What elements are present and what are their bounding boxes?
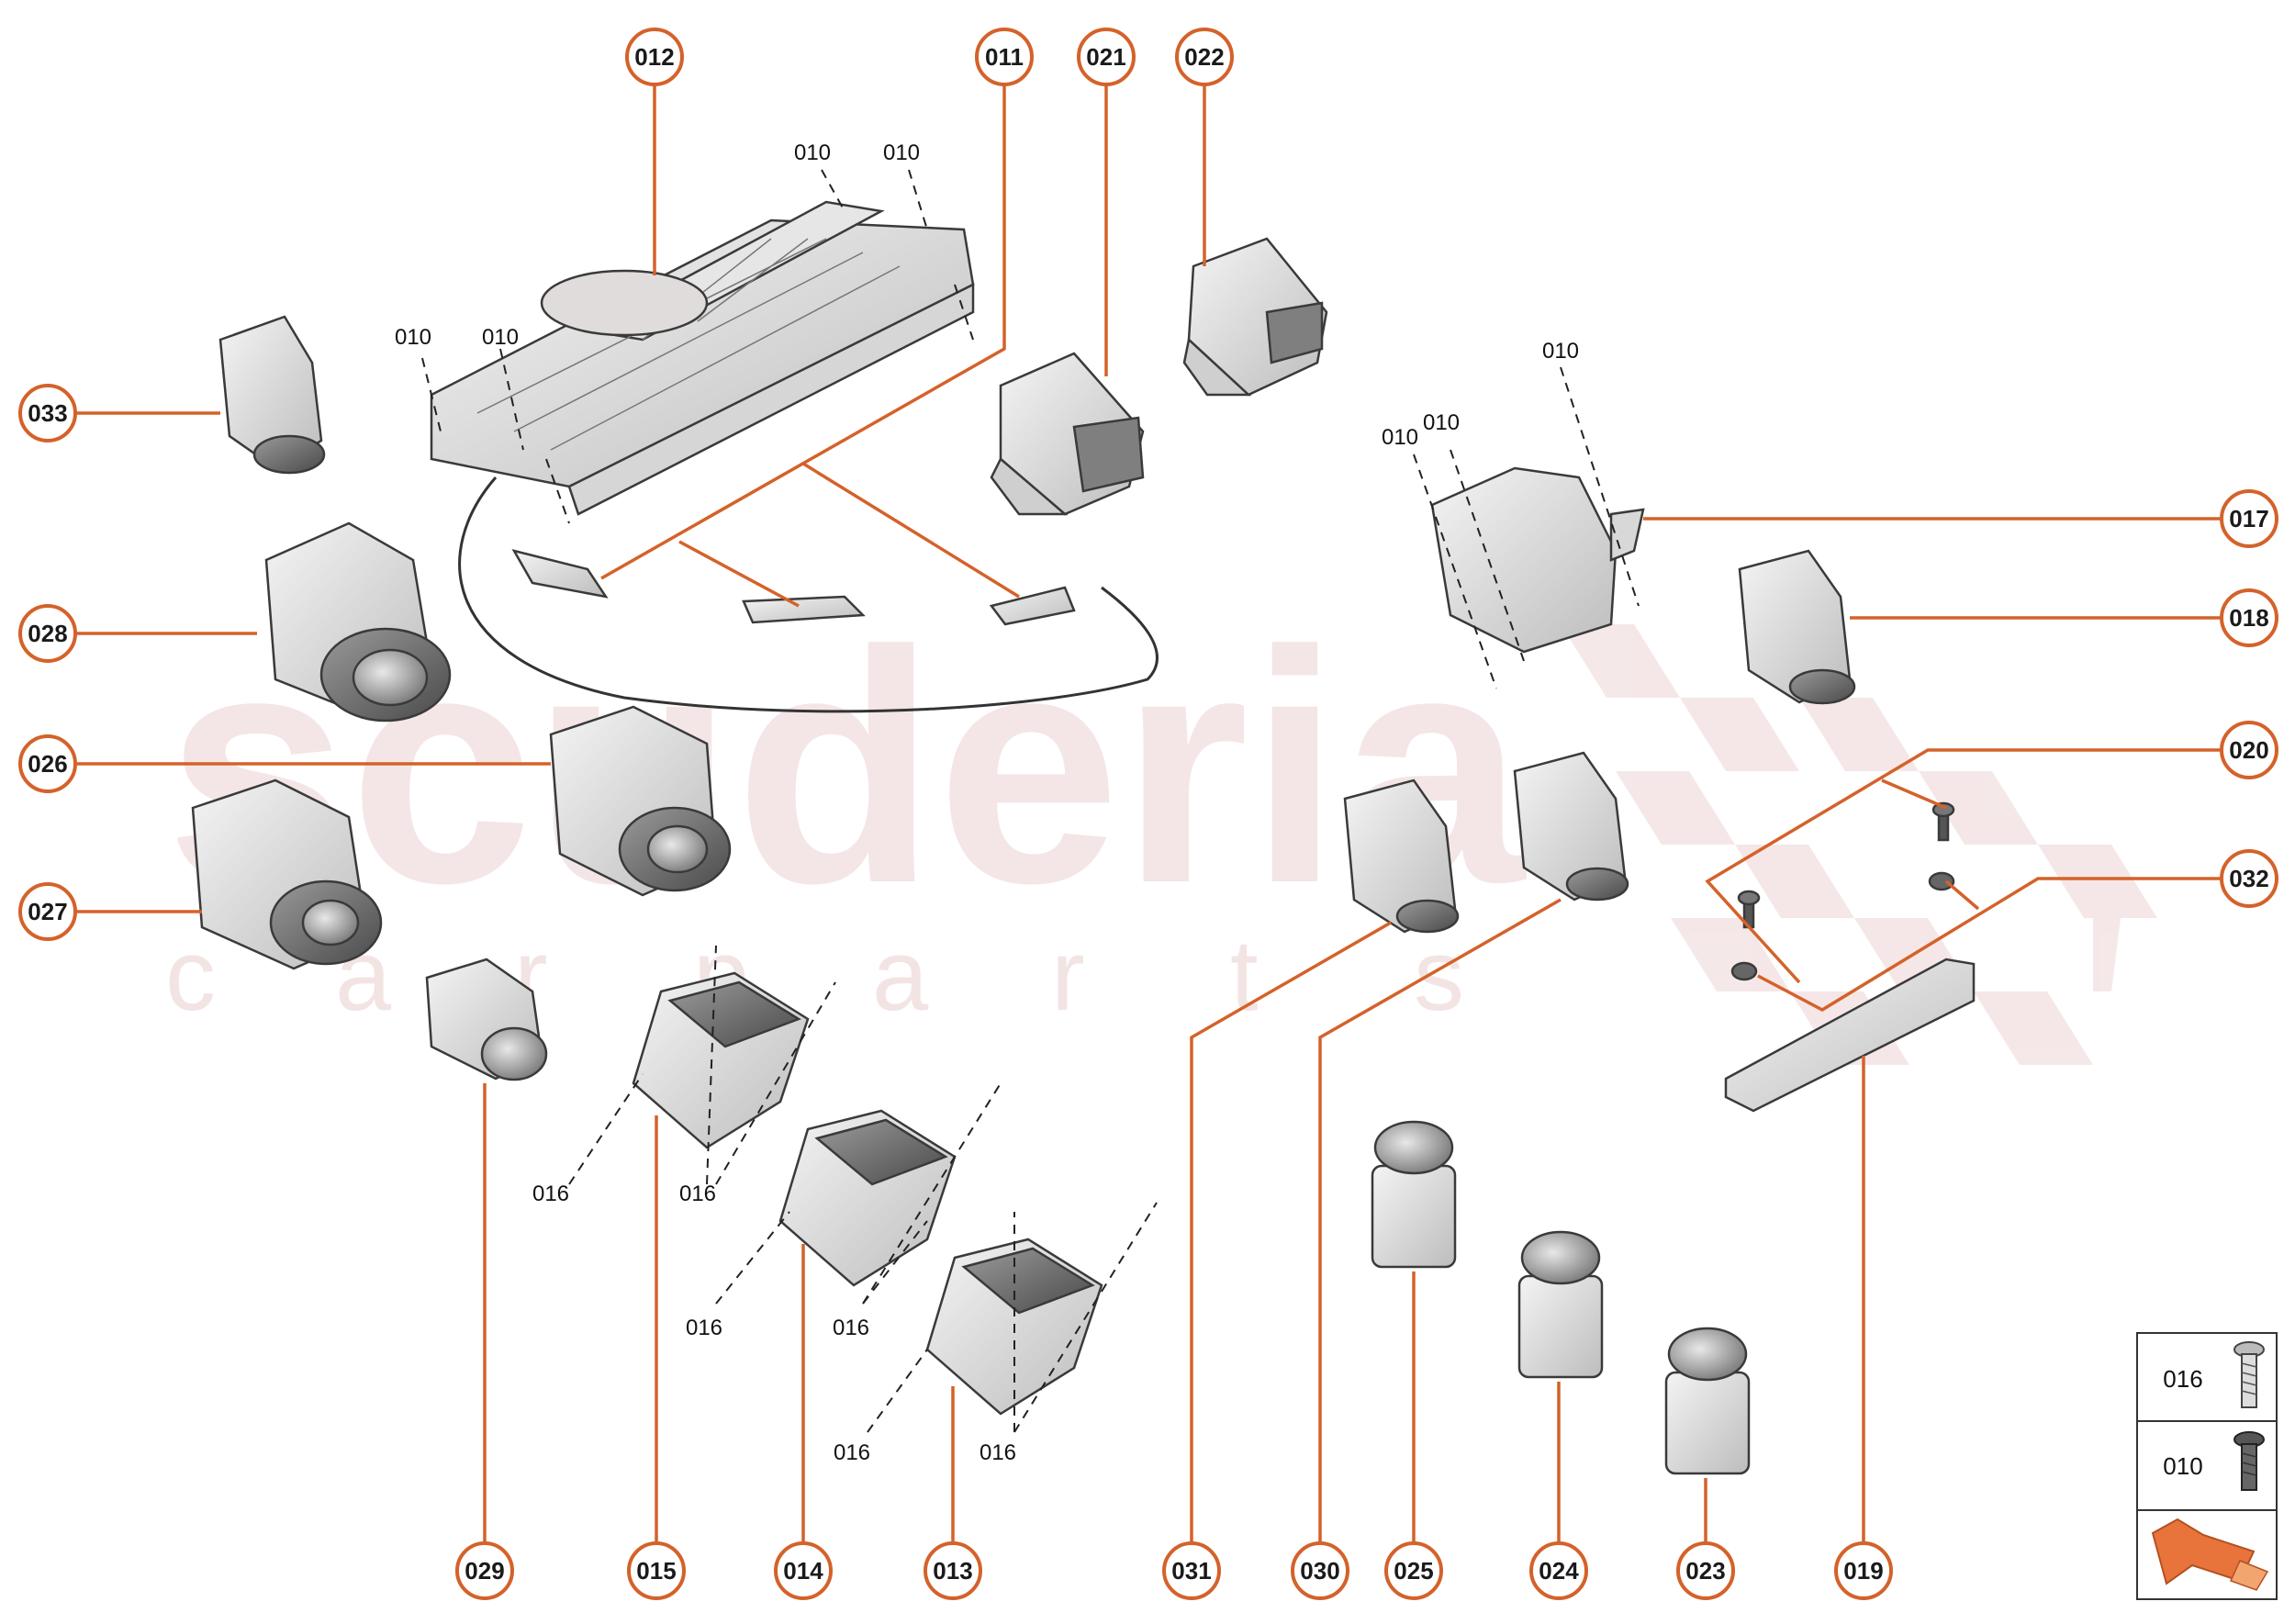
watermark-letter: s: [1414, 919, 1464, 1032]
orange-direction-arrow-icon: [2151, 1518, 2269, 1591]
rocker-switch-014: [778, 1109, 957, 1287]
watermark-letter: a: [872, 919, 929, 1032]
watermark-letter: t: [1230, 919, 1259, 1032]
callout-032-label: 032: [2229, 865, 2268, 892]
switch-033: [218, 315, 326, 475]
callout-027-label: 027: [28, 898, 67, 925]
screw-010-label: 010: [794, 140, 831, 165]
long-screw-icon: [2233, 1341, 2265, 1408]
callout-025-label: 025: [1394, 1557, 1433, 1585]
screw-010-label: 010: [1542, 339, 1579, 364]
callout-024: 024: [1529, 1541, 1588, 1600]
callout-025: 025: [1384, 1541, 1443, 1600]
screw-legend: 016 010: [2136, 1332, 2278, 1600]
legend-row-010: 010: [2163, 1431, 2265, 1491]
callout-029-label: 029: [465, 1557, 504, 1585]
screw-016-label: 016: [686, 1316, 722, 1340]
rotary-knob-026: [549, 705, 732, 897]
callout-023: 023: [1676, 1541, 1735, 1600]
callout-011-label: 011: [985, 43, 1024, 71]
callout-033: 033: [18, 384, 77, 442]
callout-019-label: 019: [1843, 1557, 1883, 1585]
control-module-012: [430, 200, 975, 516]
watermark-letter: c: [165, 919, 216, 1032]
callout-021-label: 021: [1086, 43, 1125, 71]
screw-020: [1737, 801, 1955, 929]
cable-harness-011: [458, 476, 1159, 713]
callout-014: 014: [774, 1541, 833, 1600]
mounting-rail-019: [1724, 958, 1976, 1113]
switch-030: [1513, 751, 1629, 902]
callout-031: 031: [1162, 1541, 1221, 1600]
screw-010-label: 010: [482, 325, 519, 350]
callout-012-label: 012: [634, 43, 674, 71]
legend-code-010: 010: [2163, 1452, 2202, 1480]
screw-010-label: 010: [1382, 425, 1418, 450]
callout-033-label: 033: [28, 399, 67, 427]
callout-028: 028: [18, 604, 77, 663]
checkered-flag-watermark: [1561, 624, 2157, 1065]
callout-015-label: 015: [636, 1557, 676, 1585]
switch-module-021: [990, 352, 1145, 516]
screw-016-labels: 016 016 016 016 016 016: [532, 1182, 1016, 1465]
rotary-knob-027: [191, 778, 383, 970]
rocker-switch-015: [632, 971, 810, 1149]
callout-024-label: 024: [1539, 1557, 1579, 1585]
screw-016-label: 016: [679, 1182, 716, 1206]
watermark-tagline: c a r p a r t s: [165, 919, 1464, 1032]
callout-019: 019: [1834, 1541, 1893, 1600]
screw-016-label: 016: [980, 1440, 1016, 1465]
screw-guides: [421, 169, 1640, 1433]
switch-018: [1738, 549, 1856, 705]
callout-027: 027: [18, 882, 77, 941]
callout-029: 029: [455, 1541, 514, 1600]
screw-010-label: 010: [395, 325, 431, 350]
screw-016-label: 016: [833, 1316, 869, 1340]
nut-032: [1730, 871, 1955, 981]
callout-018: 018: [2220, 588, 2278, 647]
rotary-knob-028: [264, 521, 452, 722]
legend-row-016: 016: [2163, 1341, 2265, 1408]
callout-013-label: 013: [933, 1557, 972, 1585]
callout-022: 022: [1175, 28, 1234, 86]
callout-032: 032: [2220, 849, 2278, 908]
short-screw-icon: [2233, 1431, 2265, 1491]
screw-010-label: 010: [1423, 410, 1460, 435]
switch-housing-017: [1430, 466, 1645, 654]
callout-030: 030: [1291, 1541, 1349, 1600]
callout-018-label: 018: [2229, 604, 2268, 632]
screw-016-label: 016: [834, 1440, 870, 1465]
callout-022-label: 022: [1184, 43, 1224, 71]
leader-lines: [75, 84, 2222, 1551]
callout-017-label: 017: [2229, 505, 2268, 532]
screw-016-label: 016: [532, 1182, 569, 1206]
legend-code-016: 016: [2163, 1365, 2202, 1393]
callout-023-label: 023: [1685, 1557, 1725, 1585]
screw-010-label: 010: [883, 140, 920, 165]
switch-module-022: [1182, 237, 1328, 397]
callout-020-label: 020: [2229, 736, 2268, 764]
callout-015: 015: [627, 1541, 686, 1600]
screw-010-labels: 010 010 010 010 010 010 010: [395, 140, 1579, 450]
callout-013: 013: [924, 1541, 982, 1600]
push-button-025: [1371, 1120, 1457, 1269]
callout-031-label: 031: [1171, 1557, 1211, 1585]
callout-014-label: 014: [783, 1557, 823, 1585]
callout-017: 017: [2220, 489, 2278, 548]
callout-030-label: 030: [1300, 1557, 1339, 1585]
callout-011: 011: [975, 28, 1034, 86]
callout-021: 021: [1077, 28, 1136, 86]
callout-026-label: 026: [28, 750, 67, 778]
callout-012: 012: [625, 28, 684, 86]
switch-031: [1343, 778, 1460, 934]
push-button-023: [1664, 1327, 1751, 1475]
watermark-letter: r: [1051, 919, 1085, 1032]
callout-020: 020: [2220, 721, 2278, 779]
knob-029: [425, 958, 548, 1081]
callout-028-label: 028: [28, 620, 67, 647]
callout-026: 026: [18, 734, 77, 793]
push-button-024: [1517, 1230, 1604, 1379]
